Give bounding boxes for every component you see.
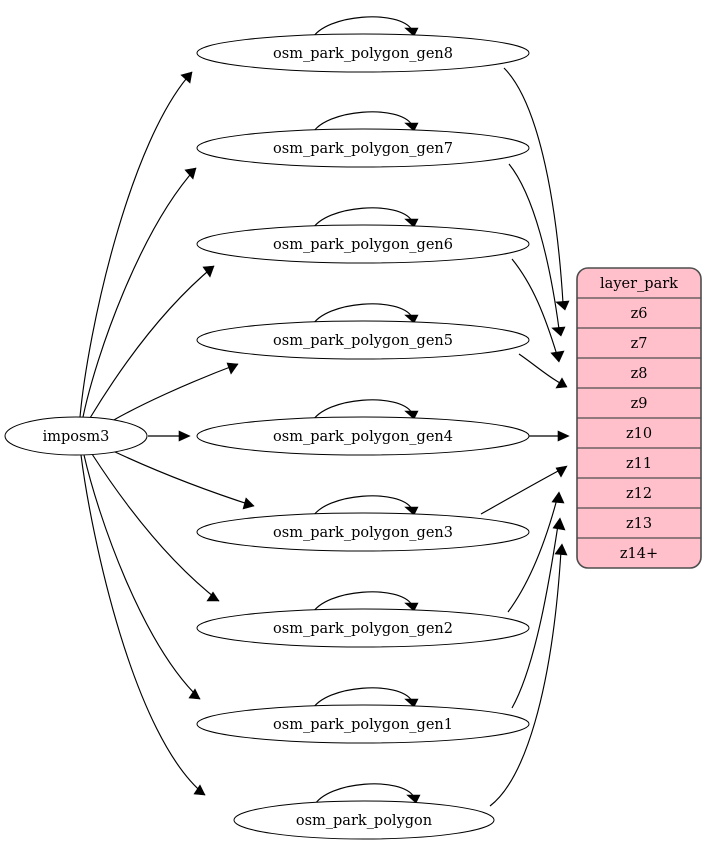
node-gen1-label: osm_park_polygon_gen1	[273, 717, 453, 733]
edge-gen1-to-z13	[511, 517, 566, 709]
edge-gen6-to-z8	[511, 258, 565, 363]
node-gen3[interactable]: osm_park_polygon_gen3	[196, 512, 530, 552]
table-header-layer-park: layer_park	[600, 276, 678, 292]
edge-imposm3-to-gen8	[79, 71, 193, 418]
table-border	[576, 267, 702, 569]
node-gen8-label: osm_park_polygon_gen8	[273, 46, 453, 62]
self-loop-gen7	[311, 111, 419, 135]
node-gen6-label: osm_park_polygon_gen6	[273, 237, 453, 253]
layer-park-table[interactable]: layer_park z6 z7 z8 z9 z10 z11 z12 z13 z…	[576, 267, 702, 569]
edges-from-source	[79, 71, 255, 796]
self-loop-gen2	[311, 591, 419, 615]
node-gen2-label: osm_park_polygon_gen2	[273, 621, 453, 637]
node-gen7-label: osm_park_polygon_gen7	[273, 141, 453, 157]
table-rows-group	[577, 297, 701, 539]
table-row-z9[interactable]: z9	[631, 396, 648, 412]
node-gen6[interactable]: osm_park_polygon_gen6	[196, 224, 530, 264]
node-gen8[interactable]: osm_park_polygon_gen8	[196, 33, 530, 73]
edge-imposm3-to-gen1	[83, 454, 201, 700]
self-loop-gen5	[311, 303, 419, 327]
self-loop-base	[313, 783, 421, 807]
edge-imposm3-to-base	[80, 454, 206, 796]
edge-imposm3-to-gen7	[82, 167, 197, 418]
node-gen4-label: osm_park_polygon_gen4	[273, 429, 453, 445]
self-loop-gen3	[311, 495, 419, 519]
node-gen4[interactable]: osm_park_polygon_gen4	[196, 416, 530, 456]
self-loop-gen6	[311, 207, 419, 231]
edge-imposm3-to-gen4	[148, 430, 191, 442]
table-row-z6[interactable]: z6	[631, 306, 648, 322]
node-gen3-label: osm_park_polygon_gen3	[273, 525, 453, 541]
node-gen2[interactable]: osm_park_polygon_gen2	[196, 608, 530, 648]
self-loop-gen8	[311, 16, 419, 40]
node-gen7[interactable]: osm_park_polygon_gen7	[196, 128, 530, 168]
edge-imposm3-to-gen3	[112, 450, 255, 510]
node-gen1[interactable]: osm_park_polygon_gen1	[196, 704, 530, 744]
table-row-z10[interactable]: z10	[626, 426, 652, 442]
node-gen5[interactable]: osm_park_polygon_gen5	[196, 320, 530, 360]
edge-gen3-to-z11	[480, 465, 568, 515]
edge-gen2-to-z12	[507, 491, 565, 613]
self-loop-gen1	[311, 687, 419, 711]
node-imposm3-label: imposm3	[43, 429, 110, 445]
edge-gen8-to-z6	[503, 67, 570, 311]
self-loop-gen4	[311, 399, 419, 423]
node-gen5-label: osm_park_polygon_gen5	[273, 333, 453, 349]
edge-imposm3-to-gen2	[91, 453, 220, 602]
table-row-z7[interactable]: z7	[631, 336, 648, 352]
edges-to-layer-table	[480, 67, 570, 807]
table-row-z14plus[interactable]: z14+	[620, 546, 658, 562]
table-row-z13[interactable]: z13	[626, 516, 652, 532]
edge-gen4-to-z10	[529, 430, 570, 442]
edge-gen5-to-z9	[518, 353, 568, 389]
node-imposm3[interactable]: imposm3	[4, 416, 148, 456]
edge-imposm3-to-gen6	[89, 265, 215, 419]
edge-base-to-z14plus	[489, 543, 568, 807]
table-row-z12[interactable]: z12	[626, 486, 652, 502]
self-loops	[311, 16, 421, 807]
edge-imposm3-to-gen5	[111, 362, 239, 422]
table-row-z11[interactable]: z11	[626, 456, 652, 472]
edge-gen7-to-z7	[508, 163, 566, 337]
node-base-label: osm_park_polygon	[296, 813, 432, 829]
table-row-z8[interactable]: z8	[631, 366, 648, 382]
node-base[interactable]: osm_park_polygon	[233, 800, 495, 840]
